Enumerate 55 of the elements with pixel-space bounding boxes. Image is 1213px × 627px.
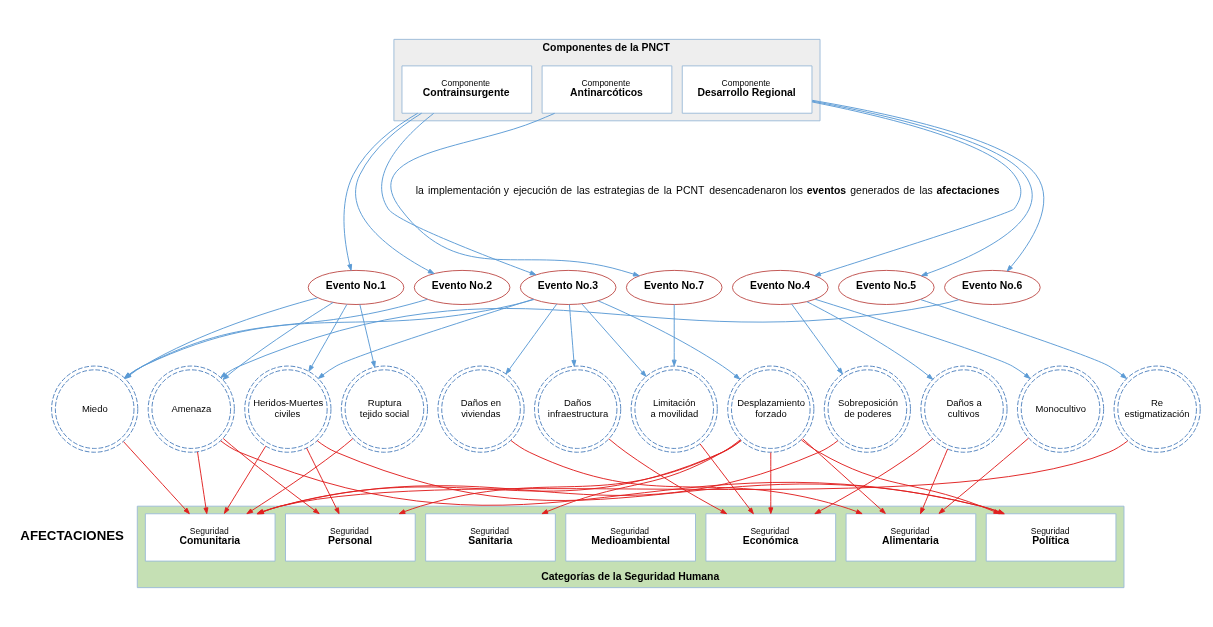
arrow [220,299,960,379]
arrow [306,447,340,515]
arrow [568,304,577,367]
arrow [222,438,320,515]
arrow [699,443,754,515]
arrow [671,304,677,367]
arrow [308,303,348,372]
node-box: Seguridad Política [985,513,1117,562]
arrow [257,440,742,515]
arrow [814,438,934,515]
node-box: Seguridad Personal [285,513,416,562]
node-box: Seguridad Sanitaria [425,513,556,562]
arrow [222,301,334,380]
arrow [246,438,354,515]
arrow [343,112,419,271]
arrow [223,445,267,514]
node-box: Seguridad Económica [705,513,837,562]
node-ellipse: Evento No.1 [307,269,405,305]
node-box: Componente Desarrollo Regional [681,65,813,114]
node-ellipse: Evento No.6 [944,269,1041,305]
arrow [359,304,376,368]
node-box: Componente Contrainsurgente [401,65,533,114]
node-circle: Re estigmatización [1113,365,1201,453]
arrow [510,440,863,515]
arrow [806,301,934,380]
arrow [791,303,843,375]
label: la implementación y ejecución de las estrategias de la PCNT desencadenaron los eventos generados de las afectaciones [415,184,1000,197]
arrow [581,303,647,377]
arrow [541,439,741,515]
arrow [355,112,435,275]
node-circle: Desplazamiento forzado [727,365,815,453]
arrow [197,451,209,515]
arrow [802,438,886,514]
arrow [257,440,839,515]
arrow [608,438,728,515]
arrow [768,452,774,514]
arrow [381,112,537,276]
arrow [123,441,190,515]
arrow [256,440,1129,515]
node-box: Seguridad Medioambiental [565,513,696,562]
node-circle: Limitación a movilidad [630,365,718,453]
arrow [317,298,534,379]
node-box: Seguridad Comunitaria [144,513,276,562]
node-box: Componente Antinarcóticos [541,65,673,114]
arrow [938,437,1029,514]
label: AFECTACIONES [20,528,124,544]
arrow [398,439,742,515]
arrow [814,298,1031,379]
arrow [920,299,1127,379]
node-box: Seguridad Alimentaria [845,513,977,562]
arrow [800,439,1001,515]
arrow [597,300,741,380]
arrow [505,303,558,375]
node-circle: Daños a cultivos [920,365,1008,453]
arrow [920,448,949,515]
